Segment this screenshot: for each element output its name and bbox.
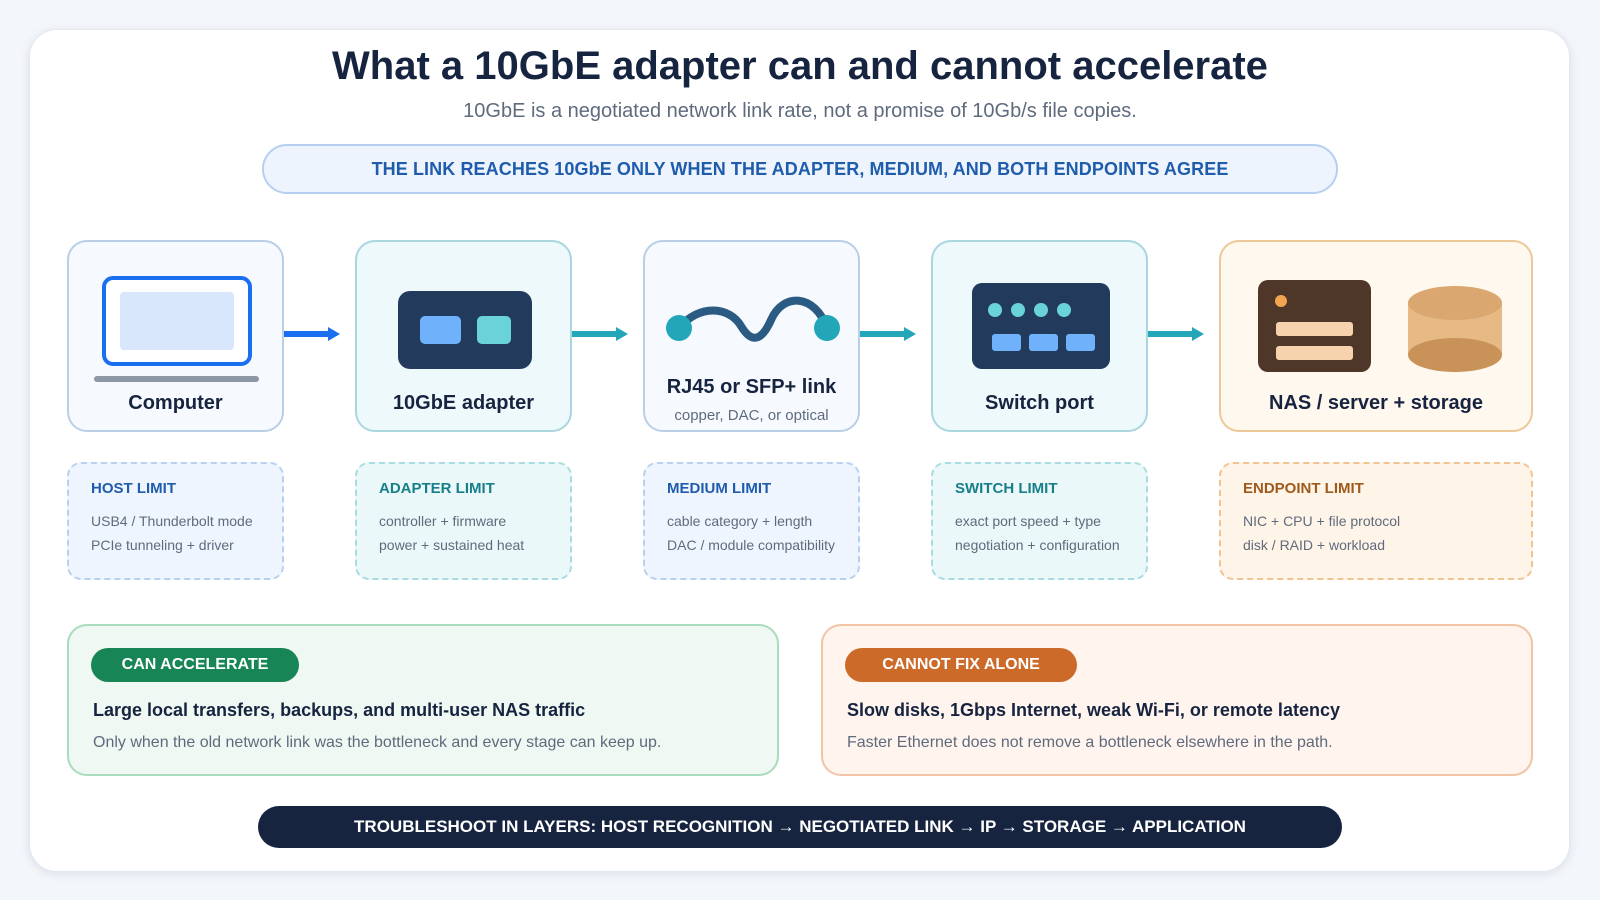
node-label: RJ45 or SFP+ link (666, 376, 837, 398)
limit-line: USB4 / Thunderbolt mode (91, 513, 253, 529)
server-storage-icon (1258, 280, 1502, 372)
limit-line: negotiation + configuration (955, 537, 1120, 553)
limit-line: exact port speed + type (955, 513, 1101, 529)
limit-line: PCIe tunneling + driver (91, 537, 234, 553)
panel-headline: Slow disks, 1Gbps Internet, weak Wi-Fi, … (847, 700, 1340, 720)
page-title: What a 10GbE adapter can and cannot acce… (332, 44, 1268, 88)
limit-title: SWITCH LIMIT (955, 480, 1058, 497)
page-subtitle: 10GbE is a negotiated network link rate,… (463, 100, 1137, 122)
limit-line: DAC / module compatibility (667, 537, 836, 553)
arrow-right-icon (1148, 327, 1204, 341)
limit-line: controller + firmware (379, 513, 507, 529)
node-label: NAS / server + storage (1269, 392, 1483, 414)
troubleshoot-footer: TROUBLESHOOT IN LAYERS: HOST RECOGNITION… (258, 806, 1342, 848)
arrow-right-icon (284, 327, 340, 341)
node-sublabel: copper, DAC, or optical (674, 407, 829, 424)
node-label: 10GbE adapter (392, 392, 535, 414)
limit-endpoint: ENDPOINT LIMIT NIC + CPU + file protocol… (1219, 462, 1533, 580)
limit-adapter: ADAPTER LIMIT controller + firmware powe… (355, 462, 572, 580)
limit-host: HOST LIMIT USB4 / Thunderbolt mode PCIe … (67, 462, 284, 580)
switch-icon (972, 283, 1110, 369)
limit-title: ENDPOINT LIMIT (1243, 480, 1364, 497)
node-label: Switch port (985, 392, 1094, 414)
arrow-right-icon (860, 327, 916, 341)
panel-body: Only when the old network link was the b… (93, 734, 662, 751)
panel-headline: Large local transfers, backups, and mult… (93, 700, 586, 720)
cable-icon (666, 296, 840, 342)
node-adapter: 10GbE adapter (355, 240, 572, 432)
limit-line: disk / RAID + workload (1243, 537, 1385, 553)
arrow-right-icon (572, 327, 628, 341)
can-accelerate-badge: CAN ACCELERATE (91, 648, 299, 682)
node-switch: Switch port (931, 240, 1148, 432)
limit-line: cable category + length (667, 513, 813, 529)
limit-line: NIC + CPU + file protocol (1243, 513, 1401, 529)
agreement-banner: THE LINK REACHES 10GbE ONLY WHEN THE ADA… (262, 144, 1338, 194)
panel-cannot-fix: CANNOT FIX ALONE Slow disks, 1Gbps Inter… (821, 624, 1533, 776)
limit-title: HOST LIMIT (91, 480, 176, 497)
laptop-icon (94, 276, 259, 382)
node-nas: NAS / server + storage (1219, 240, 1533, 432)
adapter-icon (398, 291, 532, 369)
node-computer: Computer (67, 240, 284, 432)
limit-title: MEDIUM LIMIT (667, 480, 772, 497)
cannot-fix-badge: CANNOT FIX ALONE (845, 648, 1077, 682)
node-label: Computer (128, 392, 223, 414)
limit-switch: SWITCH LIMIT exact port speed + type neg… (931, 462, 1148, 580)
node-link: RJ45 or SFP+ link copper, DAC, or optica… (643, 240, 860, 432)
limit-title: ADAPTER LIMIT (379, 480, 495, 497)
panel-body: Faster Ethernet does not remove a bottle… (847, 734, 1333, 751)
limit-medium: MEDIUM LIMIT cable category + length DAC… (643, 462, 860, 580)
panel-can-accelerate: CAN ACCELERATE Large local transfers, ba… (67, 624, 779, 776)
limit-line: power + sustained heat (379, 537, 525, 553)
